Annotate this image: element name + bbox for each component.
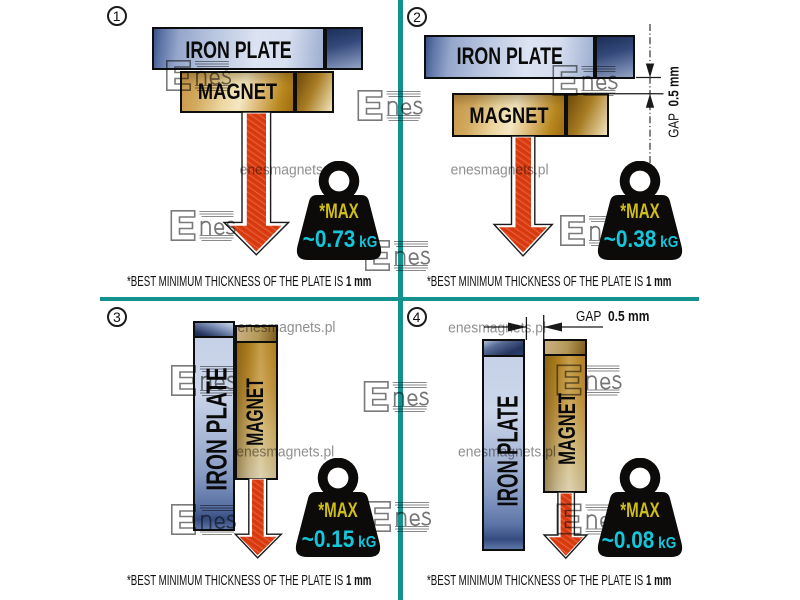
svg-text:enesmagnets.pl: enesmagnets.pl — [240, 163, 338, 179]
svg-text:enesmagnets.pl: enesmagnets.pl — [451, 163, 549, 179]
svg-text:enesmagnets.pl: enesmagnets.pl — [458, 445, 556, 461]
svg-text:enesmagnets.pl: enesmagnets.pl — [448, 321, 546, 337]
svg-text:enesmagnets.pl: enesmagnets.pl — [238, 320, 336, 336]
svg-text:enesmagnets.pl: enesmagnets.pl — [236, 445, 334, 461]
